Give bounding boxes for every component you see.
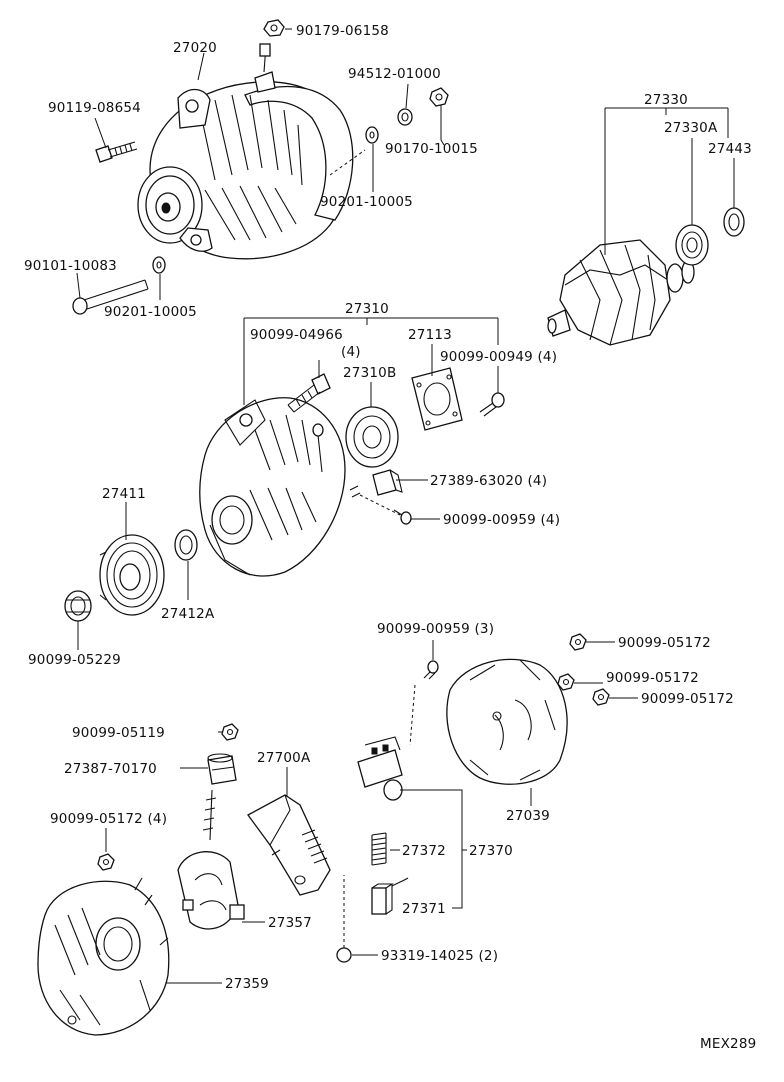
label-90099-04966-qty: (4) [341, 344, 361, 360]
bearing-27310b-drawing [345, 406, 399, 468]
screw-90099-00959-3-drawing [409, 660, 439, 746]
label-27370: 27370 [469, 843, 513, 859]
label-90099-05172-c: 90099-05172 [641, 691, 734, 707]
label-90101-10083: 90101-10083 [24, 258, 117, 274]
washer-94512-01000-drawing [397, 108, 413, 126]
label-94512-01000: 94512-01000 [348, 66, 441, 82]
label-90099-05172-a: 90099-05172 [618, 635, 711, 651]
nut-90099-05172-4-drawing [97, 853, 115, 871]
label-90099-05229: 90099-05229 [28, 652, 121, 668]
label-90119-08654: 90119-08654 [48, 100, 141, 116]
label-27359: 27359 [225, 976, 269, 992]
rear-cover-27039-drawing [446, 658, 568, 785]
label-27330: 27330 [644, 92, 688, 108]
nut-90170-10015-drawing [429, 87, 449, 107]
label-27357: 27357 [268, 915, 312, 931]
screw-90099-00959-4-drawing [359, 494, 412, 525]
label-90099-00959-3: 90099-00959 (3) [377, 621, 494, 637]
label-27020: 27020 [173, 40, 217, 56]
label-90099-00959-4: 90099-00959 (4) [443, 512, 560, 528]
label-90099-05119: 90099-05119 [72, 725, 165, 741]
bolt-90119-08654-drawing [95, 141, 138, 163]
label-90201-10005-a: 90201-10005 [320, 194, 413, 210]
bolt-90101-10083-drawing [72, 279, 149, 315]
label-90179-06158: 90179-06158 [296, 23, 389, 39]
bearing-27330a-drawing [675, 224, 709, 266]
pulley-27411-drawing [99, 534, 165, 616]
nut-90099-05172-b-drawing [557, 673, 575, 691]
label-27371: 27371 [402, 901, 446, 917]
label-90170-10015: 90170-10015 [385, 141, 478, 157]
screw-90099-04966-drawing [287, 373, 331, 413]
rear-end-frame-27359-drawing [37, 877, 170, 1036]
rectifier-27357-drawing [177, 789, 245, 930]
nut-90099-05172-c-drawing [592, 688, 610, 706]
terminal-27370-drawing [357, 736, 403, 801]
label-27700a: 27700A [257, 750, 311, 766]
label-27310b: 27310B [343, 365, 396, 381]
label-93319-14025: 93319-14025 (2) [381, 948, 498, 964]
label-27330a: 27330A [664, 120, 718, 136]
label-90099-05172-4: 90099-05172 (4) [50, 811, 167, 827]
rotor-27330-drawing [547, 239, 695, 346]
label-90099-05172-b: 90099-05172 [606, 670, 699, 686]
leader-lines [76, 28, 735, 984]
label-27310: 27310 [345, 301, 389, 317]
plate-27113-drawing [411, 367, 463, 431]
label-27113: 27113 [408, 327, 452, 343]
label-27372: 27372 [402, 843, 446, 859]
label-27412a: 27412A [161, 606, 215, 622]
label-27387-70170: 27387-70170 [64, 761, 157, 777]
spacer-27412a-drawing [174, 529, 198, 561]
label-90099-04966: 90099-04966 [250, 327, 343, 343]
spring-27372-drawing [371, 832, 387, 866]
regulator-27700a-drawing [247, 794, 331, 896]
label-27443: 27443 [708, 141, 752, 157]
label-90201-10005-b: 90201-10005 [104, 304, 197, 320]
drive-end-frame-27310-drawing [199, 397, 346, 577]
brush-27371-drawing [371, 877, 409, 915]
nut-90099-05229-drawing [64, 590, 92, 622]
label-90099-00949: 90099-00949 (4) [440, 349, 557, 365]
washer-90201-10005-b-drawing [152, 256, 166, 274]
insulator-27389-63020-drawing [349, 469, 403, 498]
diagram-code: MEX289 [700, 1036, 756, 1052]
screw-93319-14025-drawing [336, 875, 352, 963]
label-27389-63020: 27389-63020 (4) [430, 473, 547, 489]
ring-27443-drawing [723, 207, 745, 237]
washer-90201-10005-a-drawing [365, 126, 379, 144]
screw-90099-00949-drawing [479, 392, 505, 417]
label-27411: 27411 [102, 486, 146, 502]
alternator-assembly-drawing [137, 43, 366, 260]
nut-90099-05119-drawing [221, 723, 239, 741]
nut-90099-05172-a-drawing [569, 633, 587, 651]
label-27039: 27039 [506, 808, 550, 824]
part-labels: 90179-06158 27020 94512-01000 90119-0865… [24, 23, 756, 1052]
bushing-27387-70170-drawing [207, 753, 237, 785]
nut-90179-06158-drawing [263, 19, 285, 37]
